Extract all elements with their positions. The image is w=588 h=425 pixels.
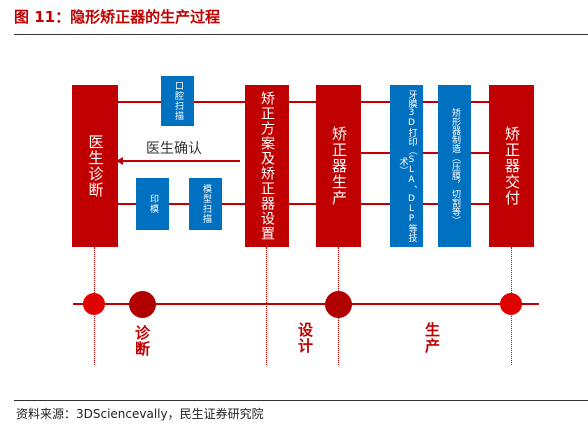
- doctor-confirm-label: 医生确认: [146, 141, 202, 157]
- box-impression: 印模: [136, 178, 169, 230]
- dotted-guide-plan: [266, 247, 267, 365]
- box-plan-label: 矫正方案及矫正器设置: [259, 91, 275, 241]
- title-rule: [14, 34, 588, 35]
- box-3d-print: 牙膜3D打印（SLA、DLP等技术）: [390, 85, 423, 247]
- box-model-scan-label: 模型扫描: [201, 184, 211, 224]
- box-oral-scan-label: 口腔扫描: [173, 81, 183, 121]
- box-fabrication: 矫形器制造（压膜，切割等）: [438, 85, 471, 247]
- stage-label-production: 生产: [423, 322, 441, 354]
- source-note: 资料来源：3DSciencevally，民生证券研究院: [16, 407, 264, 421]
- box-production-label: 矫正器生产: [330, 126, 348, 206]
- connector-diagnosis-impression: [118, 203, 245, 205]
- timeline-dot-delivery: [500, 293, 522, 315]
- stage-label-diagnosis: 诊断: [133, 325, 151, 357]
- figure-title: 图 11：隐形矫正器的生产过程: [14, 8, 221, 26]
- timeline-dot-diagnosis: [83, 293, 105, 315]
- doctor-confirm-arrow: [120, 160, 240, 162]
- box-plan: 矫正方案及矫正器设置: [245, 85, 289, 247]
- box-diagnosis: 医生诊断: [72, 85, 118, 247]
- box-impression-label: 印模: [148, 194, 158, 214]
- timeline-axis: [73, 303, 539, 305]
- box-3d-print-label: 牙膜3D打印（SLA、DLP等技术）: [397, 90, 417, 242]
- timeline-dot-diagnosis-stage: [129, 291, 156, 318]
- box-diagnosis-label: 医生诊断: [86, 134, 105, 198]
- box-delivery: 矫正器交付: [489, 85, 534, 247]
- arrow-head-left-icon: [116, 157, 123, 165]
- box-oral-scan: 口腔扫描: [161, 76, 194, 126]
- box-production: 矫正器生产: [316, 85, 361, 247]
- timeline-dot-design-stage: [325, 291, 352, 318]
- footer-rule: [14, 400, 588, 401]
- box-delivery-label: 矫正器交付: [503, 126, 521, 206]
- box-fabrication-label: 矫形器制造（压膜，切割等）: [450, 107, 460, 225]
- connector-plan-production-top: [289, 101, 316, 103]
- connector-production-delivery-bottom: [361, 203, 489, 205]
- stage-label-design: 设计: [296, 322, 314, 354]
- connector-production-delivery-mid: [361, 152, 489, 154]
- connector-plan-production-bottom: [289, 203, 316, 205]
- connector-production-delivery-top: [361, 101, 489, 103]
- box-model-scan: 模型扫描: [189, 178, 222, 230]
